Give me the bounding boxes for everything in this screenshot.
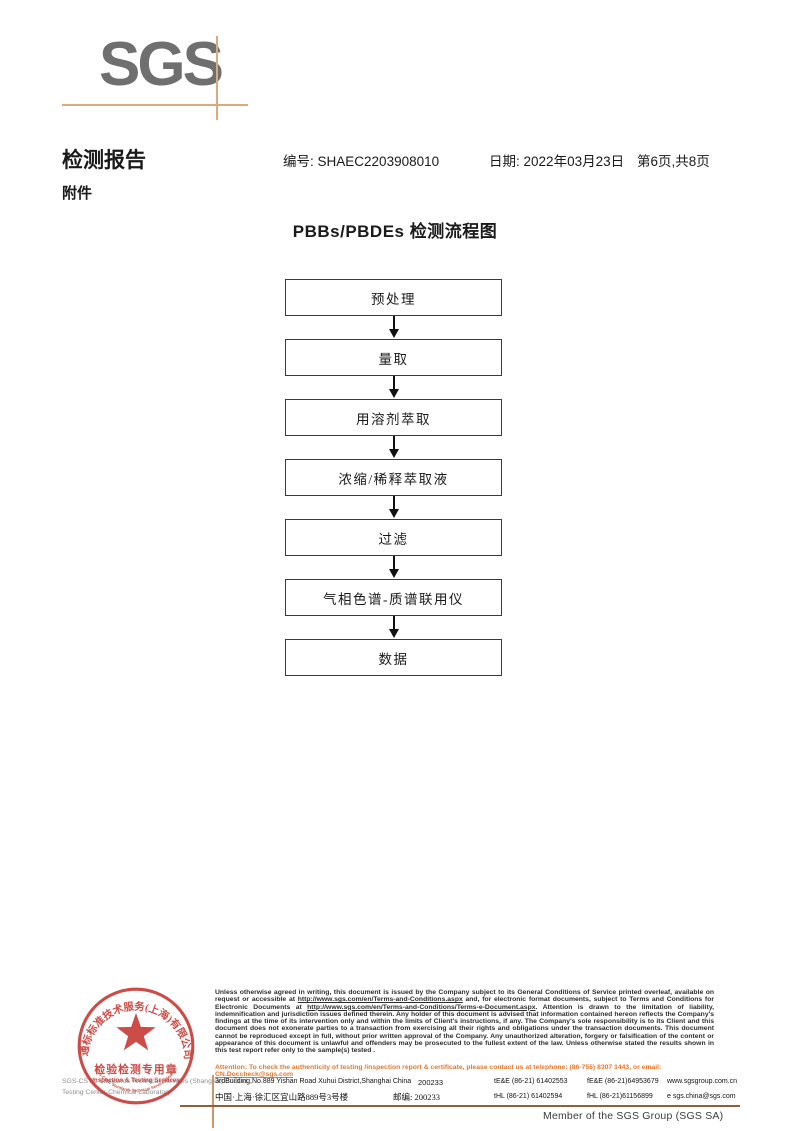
flow-step-filter: 过滤 [285, 519, 502, 556]
flow-arrow-down-icon [388, 436, 400, 458]
flow-step-gcms: 气相色谱-质谱联用仪 [285, 579, 502, 616]
stamp-line2: Inspection & Testing Services [92, 1077, 180, 1084]
flowchart: 预处理 量取 用溶剂萃取 浓缩/稀释萃取液 过滤 气相色谱-质谱联用仪 数据 [285, 279, 502, 676]
address-cn: 中国·上海·徐汇区宜山路889号3号楼 [215, 1092, 349, 1102]
company-name-line1: SGS-CSTC Standards Technical Services (S… [62, 1078, 249, 1085]
company-seal-stamp: 通标标准技术服务(上海)有限公司 SGS-CSTC Standards Tech… [74, 984, 195, 1105]
flow-arrow-down-icon [388, 316, 400, 338]
disclaimer-part2: and, for electronic format documents, su… [215, 996, 714, 1011]
postcode-en: 200233 [418, 1078, 444, 1087]
e-document-terms-link[interactable]: http://www.sgs.com/en/Terms-and-Conditio… [307, 1003, 536, 1011]
flow-step-measure: 量取 [285, 339, 502, 376]
report-date: 日期: 2022年03月23日 [489, 150, 624, 170]
footer-registration-mark-vertical [212, 1075, 214, 1128]
telephone-en: tE&E (86-21) 61402553 [494, 1078, 568, 1085]
website-link[interactable]: www.sgsgroup.com.cn [667, 1078, 738, 1085]
report-number: 编号: SHAEC2203908010 [283, 150, 439, 170]
flow-step-pretreatment: 预处理 [285, 279, 502, 316]
terms-link[interactable]: http://www.sgs.com/en/Terms-and-Conditio… [297, 996, 463, 1004]
sgs-logo: SGS [99, 30, 224, 99]
fax-cn: fHL (86-21)61156899 [587, 1093, 653, 1100]
flow-arrow-down-icon [388, 496, 400, 518]
postcode-cn: 邮编: 200233 [393, 1092, 440, 1102]
attachment-label: 附件 [62, 186, 93, 202]
flow-step-data: 数据 [285, 639, 502, 676]
star-icon [116, 1012, 156, 1051]
report-number-value: SHAEC2203908010 [317, 154, 440, 169]
stamp-ring [77, 987, 195, 1105]
attention-notice: Attention: To check the authenticity of … [215, 1064, 714, 1079]
report-number-label: 编号: [283, 154, 314, 169]
report-date-label: 日期: [489, 154, 520, 169]
fax-en: fE&E (86-21)64953679 [587, 1078, 659, 1085]
company-name-line2: Testing Center-Chemical Laboratory. [62, 1089, 173, 1096]
address-en: 3rdBuilding,No.889 Yishan Road Xuhui Dis… [215, 1078, 412, 1085]
flow-arrow-down-icon [388, 556, 400, 578]
disclaimer-part1: Unless otherwise agreed in writing, this… [215, 989, 714, 1004]
registration-mark-vertical [216, 36, 218, 120]
address-row-cn: 中国·上海·徐汇区宜山路889号3号楼 邮编: 200233 tHL (86-2… [215, 1091, 736, 1103]
footer-rule-line [180, 1105, 740, 1107]
email-link[interactable]: e sgs.china@sgs.com [667, 1093, 736, 1100]
report-title: 检测报告 [62, 148, 146, 172]
address-row-en: 3rdBuilding,No.889 Yishan Road Xuhui Dis… [215, 1078, 737, 1090]
disclaimer-part3: . Attention is drawn to the limitation o… [215, 1003, 714, 1055]
stamp-line1: 检验检测专用章 [94, 1062, 177, 1076]
flow-arrow-down-icon [388, 616, 400, 638]
page-indicator: 第6页,共8页 [637, 154, 710, 169]
disclaimer-text: Unless otherwise agreed in writing, this… [215, 989, 714, 1055]
flow-step-extraction: 用溶剂萃取 [285, 399, 502, 436]
report-date-value: 2022年03月23日 [523, 154, 625, 169]
flowchart-title: PBBs/PBDEs 检测流程图 [292, 222, 498, 241]
company-name-block: SGS-CSTC Standards Technical Services (S… [62, 1076, 252, 1098]
telephone-cn: tHL (86-21) 61402594 [494, 1093, 563, 1100]
doccheck-email-link[interactable]: CN.Doccheck@sgs.com [215, 1071, 294, 1079]
registration-mark-horizontal [62, 104, 248, 106]
attention-text: Attention: To check the authenticity of … [215, 1064, 662, 1071]
flow-step-concentrate: 浓缩/稀释萃取液 [285, 459, 502, 496]
flow-arrow-down-icon [388, 376, 400, 398]
sgs-group-member-note: Member of the SGS Group (SGS SA) [543, 1110, 724, 1122]
